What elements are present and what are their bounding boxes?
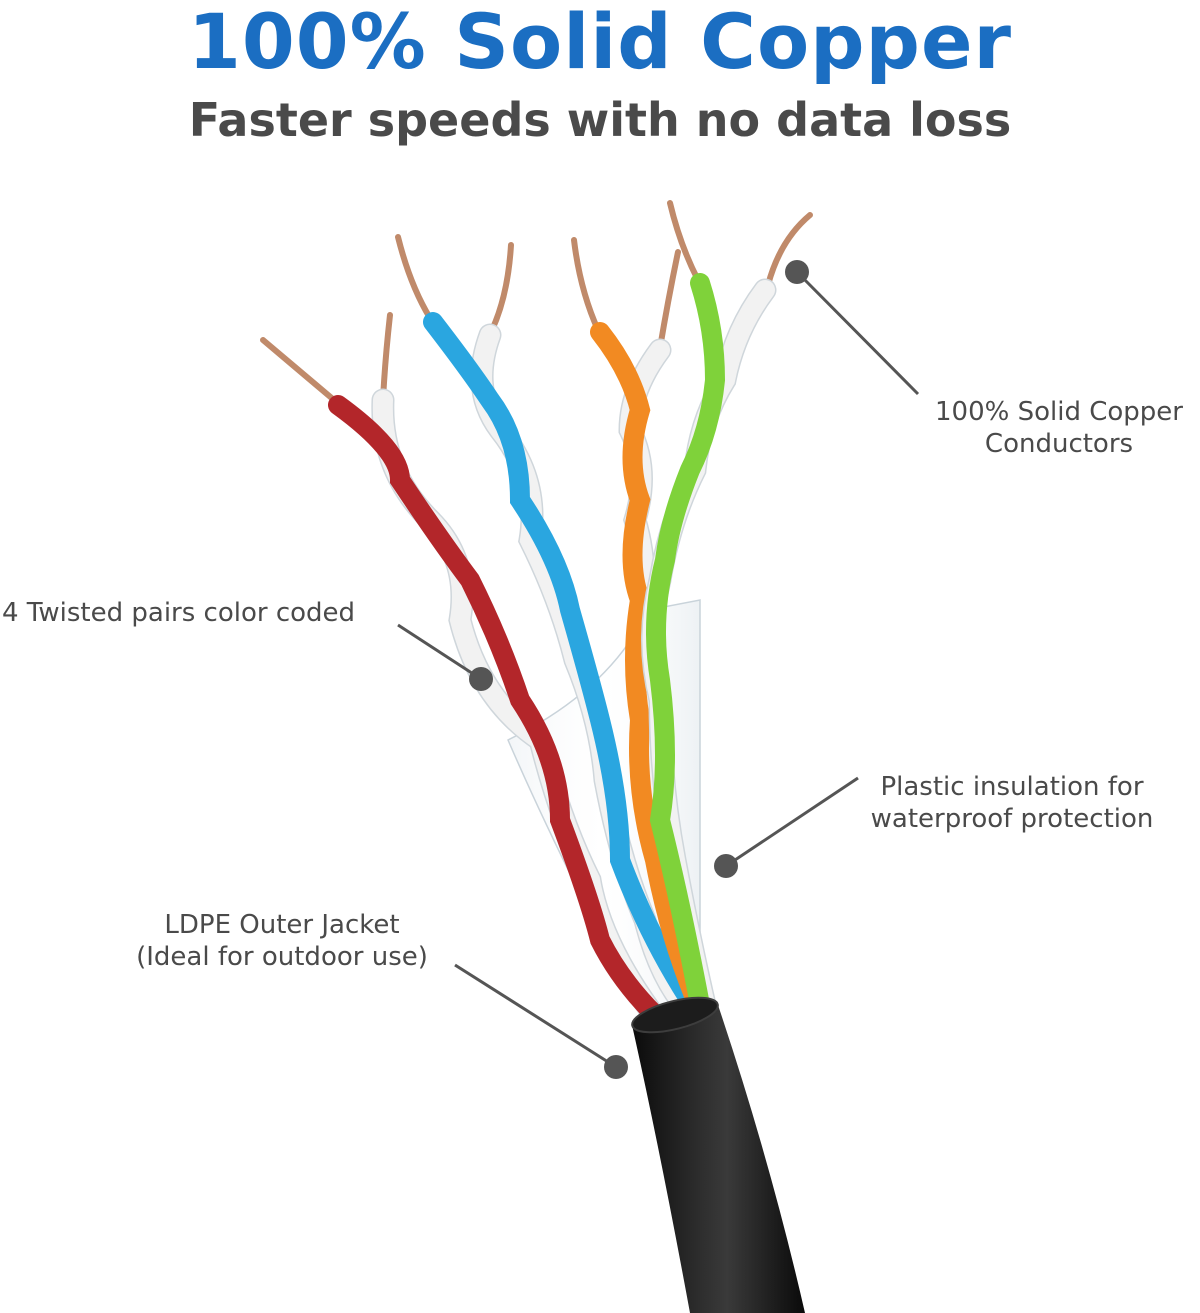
copper-tip-green-white [765, 212, 813, 288]
callout-insulation-line2: waterproof protection [870, 804, 1154, 834]
marker-conductors [785, 260, 809, 284]
copper-tip-red-white [380, 312, 393, 403]
outer-jacket [631, 996, 805, 1313]
callout-leaders [397, 270, 920, 1069]
wire-green [646, 273, 726, 1015]
copper-tip-blue-white [489, 242, 514, 333]
leader-conductors [795, 270, 920, 396]
callout-conductors-line1: 100% Solid Copper [935, 397, 1183, 427]
leader-jacket [454, 963, 617, 1069]
callout-jacket-line2: (Ideal for outdoor use) [136, 942, 428, 972]
callout-conductors: 100% Solid Copper Conductors [918, 396, 1200, 460]
leader-pairs [397, 623, 482, 681]
page-title: 100% Solid Copper [188, 0, 1012, 86]
marker-jacket [604, 1055, 628, 1079]
page-subtitle: Faster speeds with no data loss [188, 93, 1012, 147]
copper-tip-blue [395, 234, 433, 321]
callout-pairs: 4 Twisted pairs color coded [2, 597, 398, 629]
copper-tip-orange [571, 237, 601, 333]
callout-jacket-line1: LDPE Outer Jacket [164, 910, 400, 940]
callout-insulation: Plastic insulation for waterproof protec… [852, 771, 1172, 835]
wire-blue [423, 312, 705, 1018]
callout-jacket: LDPE Outer Jacket (Ideal for outdoor use… [112, 909, 452, 973]
twisted-pairs [328, 273, 777, 1025]
copper-tip-orange-white [657, 249, 681, 351]
callout-conductors-line2: Conductors [984, 429, 1134, 459]
callout-pairs-line1: 4 Twisted pairs color coded [2, 598, 356, 628]
copper-tip-green [667, 200, 701, 283]
marker-insulation [714, 854, 738, 878]
leader-insulation [725, 776, 859, 868]
wire-orange [590, 322, 710, 1020]
callout-insulation-line1: Plastic insulation for [880, 772, 1144, 802]
wire-red [328, 395, 665, 1025]
copper-tip-red [260, 337, 337, 403]
marker-pairs [469, 667, 493, 691]
callout-markers [469, 260, 809, 1079]
